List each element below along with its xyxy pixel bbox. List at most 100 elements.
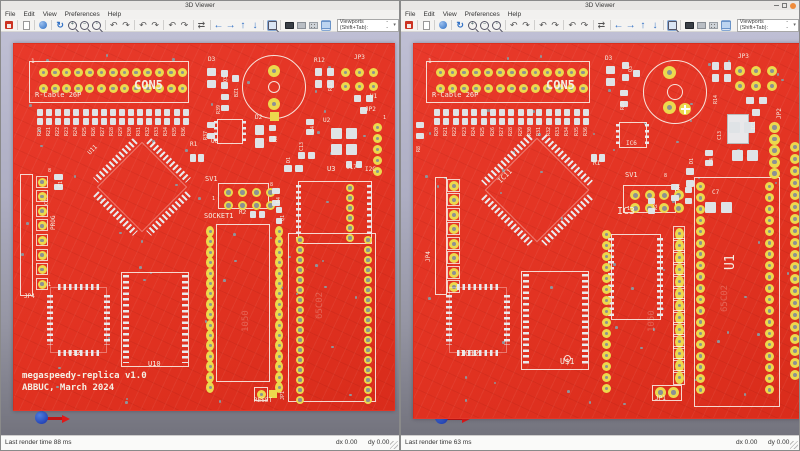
render-grid-icon[interactable] — [308, 20, 318, 31]
solder-pad — [686, 180, 694, 187]
pan-up-icon[interactable]: ↑ — [640, 19, 646, 31]
solder-pad — [73, 84, 83, 93]
pan-right-icon[interactable]: → — [225, 19, 236, 31]
solder-pad — [507, 68, 517, 77]
zoom-out-icon[interactable]: − — [479, 20, 490, 31]
menu-preferences[interactable]: Preferences — [464, 11, 500, 18]
render-selected-icon[interactable] — [720, 19, 731, 31]
maximize-icon[interactable] — [782, 3, 787, 8]
resize-grip[interactable] — [790, 441, 798, 449]
via — [175, 183, 178, 187]
solder-pad — [507, 84, 517, 93]
menu-view[interactable]: View — [42, 11, 57, 18]
menu-view[interactable]: View — [442, 11, 457, 18]
rotate-y-ccw-icon[interactable]: ↶ — [539, 19, 547, 30]
solder-pad — [346, 128, 357, 139]
solder-pad — [769, 156, 780, 168]
zoom-redraw-icon[interactable]: ↻ — [56, 19, 64, 30]
render-raytracing-icon[interactable] — [284, 20, 294, 31]
menu-edit[interactable]: Edit — [423, 11, 435, 18]
flip-board-icon[interactable]: ⇄ — [197, 19, 206, 30]
solder-pad — [275, 278, 283, 289]
menu-help[interactable]: Help — [107, 11, 122, 18]
solder-pad — [73, 68, 83, 77]
rotate-z-ccw-icon[interactable]: ↶ — [168, 19, 176, 30]
solder-pad — [519, 84, 529, 93]
via — [29, 104, 32, 107]
rotate-z-cw-icon[interactable]: ↷ — [180, 19, 189, 30]
silkscreen-text: R26 — [490, 126, 496, 136]
screenshot-icon[interactable] — [421, 20, 431, 31]
viewports-dropdown[interactable]: Viewports (Shift+Tab):--▾ — [736, 18, 799, 32]
silkscreen-text: U6 — [211, 138, 219, 145]
screenshot-icon[interactable] — [21, 20, 31, 31]
via — [549, 285, 553, 289]
axis-origin — [35, 411, 48, 424]
solder-pad — [155, 68, 164, 77]
ortho-projection-icon[interactable] — [266, 19, 278, 31]
solder-pad — [674, 239, 684, 252]
render-selected-icon[interactable] — [320, 19, 331, 31]
rotate-z-ccw-icon[interactable]: ↶ — [568, 19, 576, 30]
pan-left-icon[interactable]: ← — [613, 19, 624, 31]
pan-down-icon[interactable]: ↓ — [652, 19, 658, 31]
solder-pad — [436, 84, 445, 93]
zoom-out-icon[interactable]: − — [79, 20, 90, 31]
render-preview-icon[interactable] — [296, 20, 306, 31]
window-controls — [774, 2, 796, 9]
reload-board-icon[interactable] — [404, 20, 414, 31]
ortho-projection-icon[interactable] — [666, 19, 678, 31]
solder-pad — [255, 138, 264, 148]
minimize-icon[interactable] — [774, 5, 779, 6]
rotate-x-cw-icon[interactable]: ↷ — [522, 19, 530, 30]
solder-pad — [37, 279, 47, 289]
viewports-dropdown[interactable]: Viewports (Shift+Tab):--▾ — [336, 18, 399, 32]
rotate-y-cw-icon[interactable]: ↷ — [151, 19, 159, 30]
render-grid-icon[interactable] — [708, 20, 718, 31]
menu-file[interactable]: File — [405, 11, 416, 18]
viewer-options-icon[interactable] — [38, 20, 48, 31]
solder-pad — [346, 204, 354, 212]
zoom-in-icon[interactable]: + — [67, 20, 77, 31]
viewer-options-icon[interactable] — [438, 20, 448, 31]
solder-pad — [735, 81, 745, 91]
pan-up-icon[interactable]: ↑ — [240, 19, 246, 31]
rotate-y-cw-icon[interactable]: ↷ — [551, 19, 559, 30]
flip-board-icon[interactable]: ⇄ — [597, 19, 606, 30]
solder-pad — [331, 144, 342, 155]
pan-left-icon[interactable]: ← — [213, 19, 224, 31]
render-preview-icon[interactable] — [696, 20, 706, 31]
menu-help[interactable]: Help — [507, 11, 522, 18]
resize-grip[interactable] — [390, 441, 398, 449]
rotate-x-ccw-icon[interactable]: ↶ — [510, 19, 518, 30]
zoom-fit-icon[interactable]: ▫ — [92, 20, 102, 31]
render-raytracing-icon[interactable] — [684, 20, 694, 31]
silkscreen-text: R31 — [136, 126, 142, 136]
close-icon[interactable] — [790, 2, 796, 9]
pan-down-icon[interactable]: ↓ — [252, 19, 258, 31]
solder-pad — [360, 107, 367, 114]
zoom-in-icon[interactable]: + — [467, 20, 477, 31]
menu-file[interactable]: File — [5, 11, 16, 18]
menu-edit[interactable]: Edit — [23, 11, 35, 18]
pad-strip — [616, 124, 620, 146]
solder-pad — [178, 68, 188, 77]
solder-pad — [705, 202, 716, 213]
zoom-fit-icon[interactable]: ▫ — [492, 20, 502, 31]
solder-pad — [355, 82, 364, 91]
rotate-x-ccw-icon[interactable]: ↶ — [110, 19, 118, 30]
reload-board-icon[interactable] — [4, 20, 14, 31]
pan-right-icon[interactable]: → — [625, 19, 636, 31]
rotate-z-cw-icon[interactable]: ↷ — [580, 19, 589, 30]
zoom-redraw-icon[interactable]: ↻ — [456, 19, 464, 30]
pad-strip — [123, 275, 129, 363]
solder-pad — [591, 154, 597, 162]
solder-pad — [765, 362, 774, 372]
menu-preferences[interactable]: Preferences — [64, 11, 100, 18]
toolbar-separator — [192, 20, 194, 30]
rotate-x-cw-icon[interactable]: ↷ — [122, 19, 130, 30]
pad-box — [35, 190, 48, 203]
rotate-y-ccw-icon[interactable]: ↶ — [139, 19, 147, 30]
